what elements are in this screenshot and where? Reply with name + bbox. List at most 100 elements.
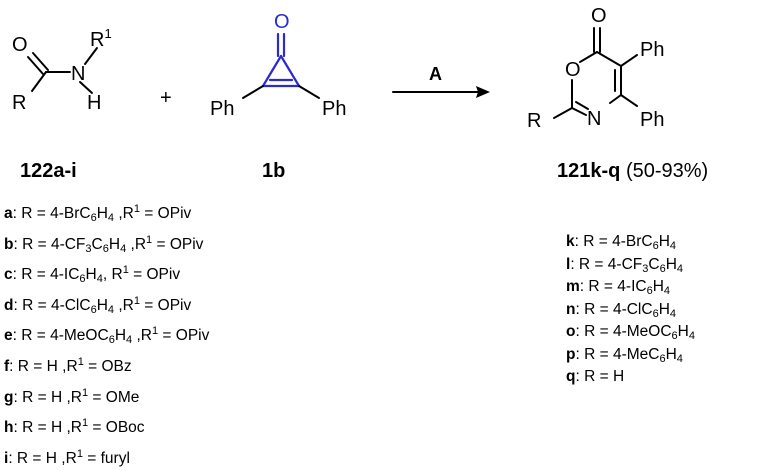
- bond-c2-r: [553, 107, 573, 119]
- r-group-part: H: [665, 255, 677, 273]
- r1-equals: =: [158, 327, 176, 345]
- entry-id: d: [4, 296, 14, 314]
- r1-superscript: 1: [76, 447, 83, 460]
- r1-lead: R: [65, 449, 77, 467]
- separator: ,: [126, 235, 135, 253]
- r-group-part: 4-CF: [607, 255, 643, 273]
- r-group-part: 4-IC: [617, 278, 647, 295]
- list-item: i: R = H ,R1 = furyl: [4, 447, 130, 469]
- r-equals: : R =: [570, 255, 608, 273]
- separator: ,: [132, 327, 141, 345]
- r-group-part: H: [96, 205, 108, 222]
- r-group-part: H: [46, 358, 58, 375]
- list-item: e: R = 4-MeOC6H4 ,R1 = OPiv: [4, 326, 209, 346]
- r1-equals: =: [140, 205, 158, 222]
- r-equals: : R =: [13, 235, 51, 253]
- reaction-arrow: A: [392, 64, 490, 98]
- r-group-part: 4: [669, 307, 677, 320]
- r-equals: : R =: [575, 300, 613, 318]
- r-group-part: H: [85, 266, 97, 284]
- r1-superscript: 1: [122, 264, 129, 277]
- r1-equals: =: [82, 449, 101, 467]
- separator: ,: [114, 296, 123, 314]
- r-equals: : R =: [12, 327, 51, 345]
- r-group-part: H: [108, 235, 121, 253]
- ring-bond-o-c6: [579, 51, 598, 63]
- r-group-part: H: [45, 449, 57, 467]
- entry-id: l: [566, 255, 571, 273]
- list-item: a: R = 4-BrC6H4 ,R1 = OPiv: [4, 204, 191, 224]
- r-equals: : R =: [575, 345, 613, 363]
- list-item: d: R = 4-ClC6H4 ,R1 = OPiv: [4, 294, 191, 316]
- bond-n-h: [79, 81, 93, 94]
- r-group-part: 6: [90, 212, 97, 224]
- r-equals: : R =: [13, 419, 51, 437]
- bond-ring-ph-left: [242, 85, 264, 99]
- r-equals: : R =: [8, 449, 46, 467]
- list-item: m: R = 4-IC6H4: [566, 279, 670, 299]
- r-group-part: H: [652, 278, 664, 295]
- entry-id: n: [566, 300, 576, 318]
- arrowhead: [476, 86, 490, 98]
- product-label-text: 121k-q: [557, 160, 621, 182]
- r-group-part: H: [677, 323, 689, 340]
- r-group-part: H: [665, 345, 677, 363]
- r-group-part: 4-IC: [50, 266, 80, 284]
- r-group-part: 6: [652, 307, 659, 320]
- r1-lead: R: [122, 205, 134, 222]
- separator: ,: [102, 266, 112, 284]
- product-yield-text: (50-93%): [625, 160, 709, 182]
- r-group-part: 4-CF: [50, 235, 86, 253]
- separator: ,: [62, 388, 71, 406]
- bond-ring-ph-right: [298, 85, 320, 99]
- r1-group: OPiv: [146, 266, 181, 284]
- r1-superscript: 1: [151, 325, 159, 338]
- ring-bond-left: [261, 54, 283, 88]
- product-phenyl-top-label: Ph: [640, 39, 664, 61]
- r1-lead: R: [66, 358, 78, 375]
- r-group-part: H: [612, 368, 625, 385]
- r-equals: : R =: [575, 368, 613, 385]
- phenyl-left-label: Ph: [210, 98, 234, 120]
- r-group-part: 4: [676, 262, 684, 275]
- bond-n-r1: [84, 47, 98, 65]
- entry-id: k: [566, 233, 575, 250]
- product-phenyl-bottom-label: Ph: [640, 109, 664, 131]
- r-group-part: C: [91, 235, 103, 253]
- amide-r-atom: R: [12, 92, 26, 114]
- r-group-part: 4: [663, 285, 671, 297]
- r-group-part: 3: [85, 242, 92, 255]
- r-group-part: H: [50, 388, 63, 406]
- r-equals: : R =: [12, 205, 51, 222]
- r-group-part: H: [50, 419, 63, 437]
- r1-lead: R: [111, 266, 123, 284]
- r-group-part: 4: [96, 273, 103, 286]
- r-group-part: C: [648, 255, 660, 273]
- ring-bond-c4-n: [609, 94, 622, 104]
- amide-r1-atom: R1: [90, 26, 112, 51]
- ring-bond-right: [279, 54, 301, 88]
- r1-superscript: 1: [133, 294, 140, 307]
- r-group-part: 4-ClC: [612, 300, 653, 318]
- r-group-part: 6: [108, 334, 115, 347]
- r-group-part: 6: [102, 242, 109, 255]
- r1-group: OPiv: [175, 327, 210, 345]
- r-group-part: 6: [652, 240, 659, 252]
- r1-superscript: 1: [146, 233, 153, 246]
- oxazinone-structure: O O N R Ph Ph: [527, 5, 664, 132]
- r-group-part: 4-ClC: [50, 296, 91, 314]
- r1-group: OPiv: [169, 235, 204, 253]
- phenyl-right-label: Ph: [322, 98, 346, 120]
- r1-superscript: 1: [133, 203, 140, 215]
- r-group-part: 6: [646, 285, 653, 297]
- r-group-part: 6: [90, 303, 97, 316]
- bond-c5-ph: [620, 54, 638, 67]
- r-group-part: H: [658, 233, 670, 250]
- r-group-part: 4: [676, 352, 683, 365]
- r1-lead: R: [122, 296, 134, 314]
- entry-id: p: [566, 345, 576, 363]
- r-group-part: H: [658, 300, 670, 318]
